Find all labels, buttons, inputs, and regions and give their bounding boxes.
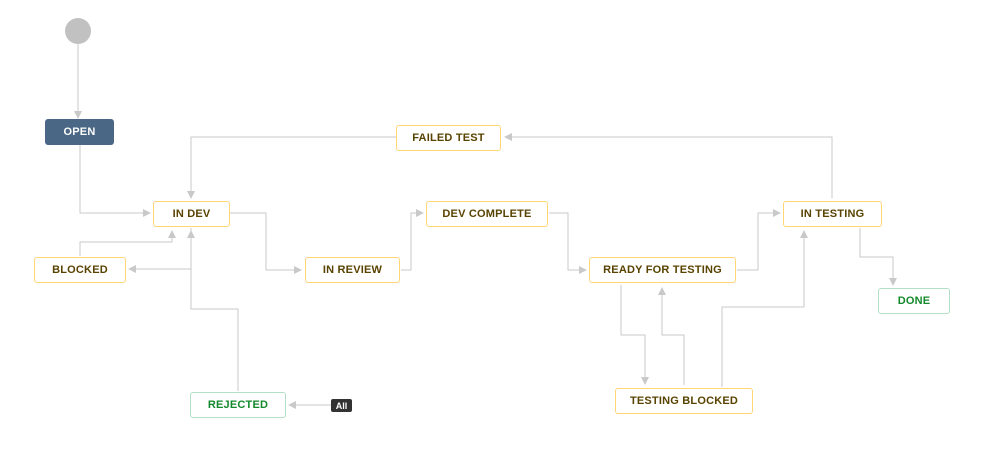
status-rejected[interactable]: REJECTED — [190, 392, 286, 418]
transition-in-dev-to-blocked — [128, 228, 192, 273]
transition-blocked-to-in-dev — [79, 230, 176, 256]
transition-rejected-to-in-dev — [187, 230, 239, 391]
start-circle-icon — [65, 18, 91, 44]
status-in-review[interactable]: IN REVIEW — [305, 257, 400, 283]
transition-dev-complete-to-ready-for-testing — [549, 212, 587, 274]
status-open[interactable]: OPEN — [45, 119, 114, 145]
transition-in-testing-to-done — [859, 228, 897, 286]
transition-open-to-in-dev — [79, 145, 151, 217]
transition-in-dev-to-in-review — [230, 212, 302, 274]
status-done[interactable]: DONE — [878, 288, 950, 314]
transition-failed-test-to-in-dev — [187, 136, 396, 199]
transition-testing-blocked-to-in-testing — [721, 230, 808, 387]
status-dev-complete[interactable]: DEV COMPLETE — [426, 201, 548, 227]
transition-ready-for-testing-to-testing-blocked — [620, 285, 649, 385]
transition-testing-blocked-to-ready-for-testing — [658, 287, 685, 385]
status-ready-for-testing[interactable]: READY FOR TESTING — [589, 257, 736, 283]
transition-ready-for-testing-to-in-testing — [737, 209, 781, 271]
status-blocked[interactable]: BLOCKED — [34, 257, 126, 283]
status-in-testing[interactable]: IN TESTING — [783, 201, 882, 227]
all-transitions-badge[interactable]: All — [331, 399, 352, 412]
status-in-dev[interactable]: IN DEV — [153, 201, 230, 227]
transition-in-review-to-dev-complete — [401, 209, 424, 271]
status-failed-test[interactable]: FAILED TEST — [396, 125, 501, 151]
transition-in-testing-to-failed-test — [504, 133, 833, 198]
status-testing-blocked[interactable]: TESTING BLOCKED — [615, 388, 753, 414]
